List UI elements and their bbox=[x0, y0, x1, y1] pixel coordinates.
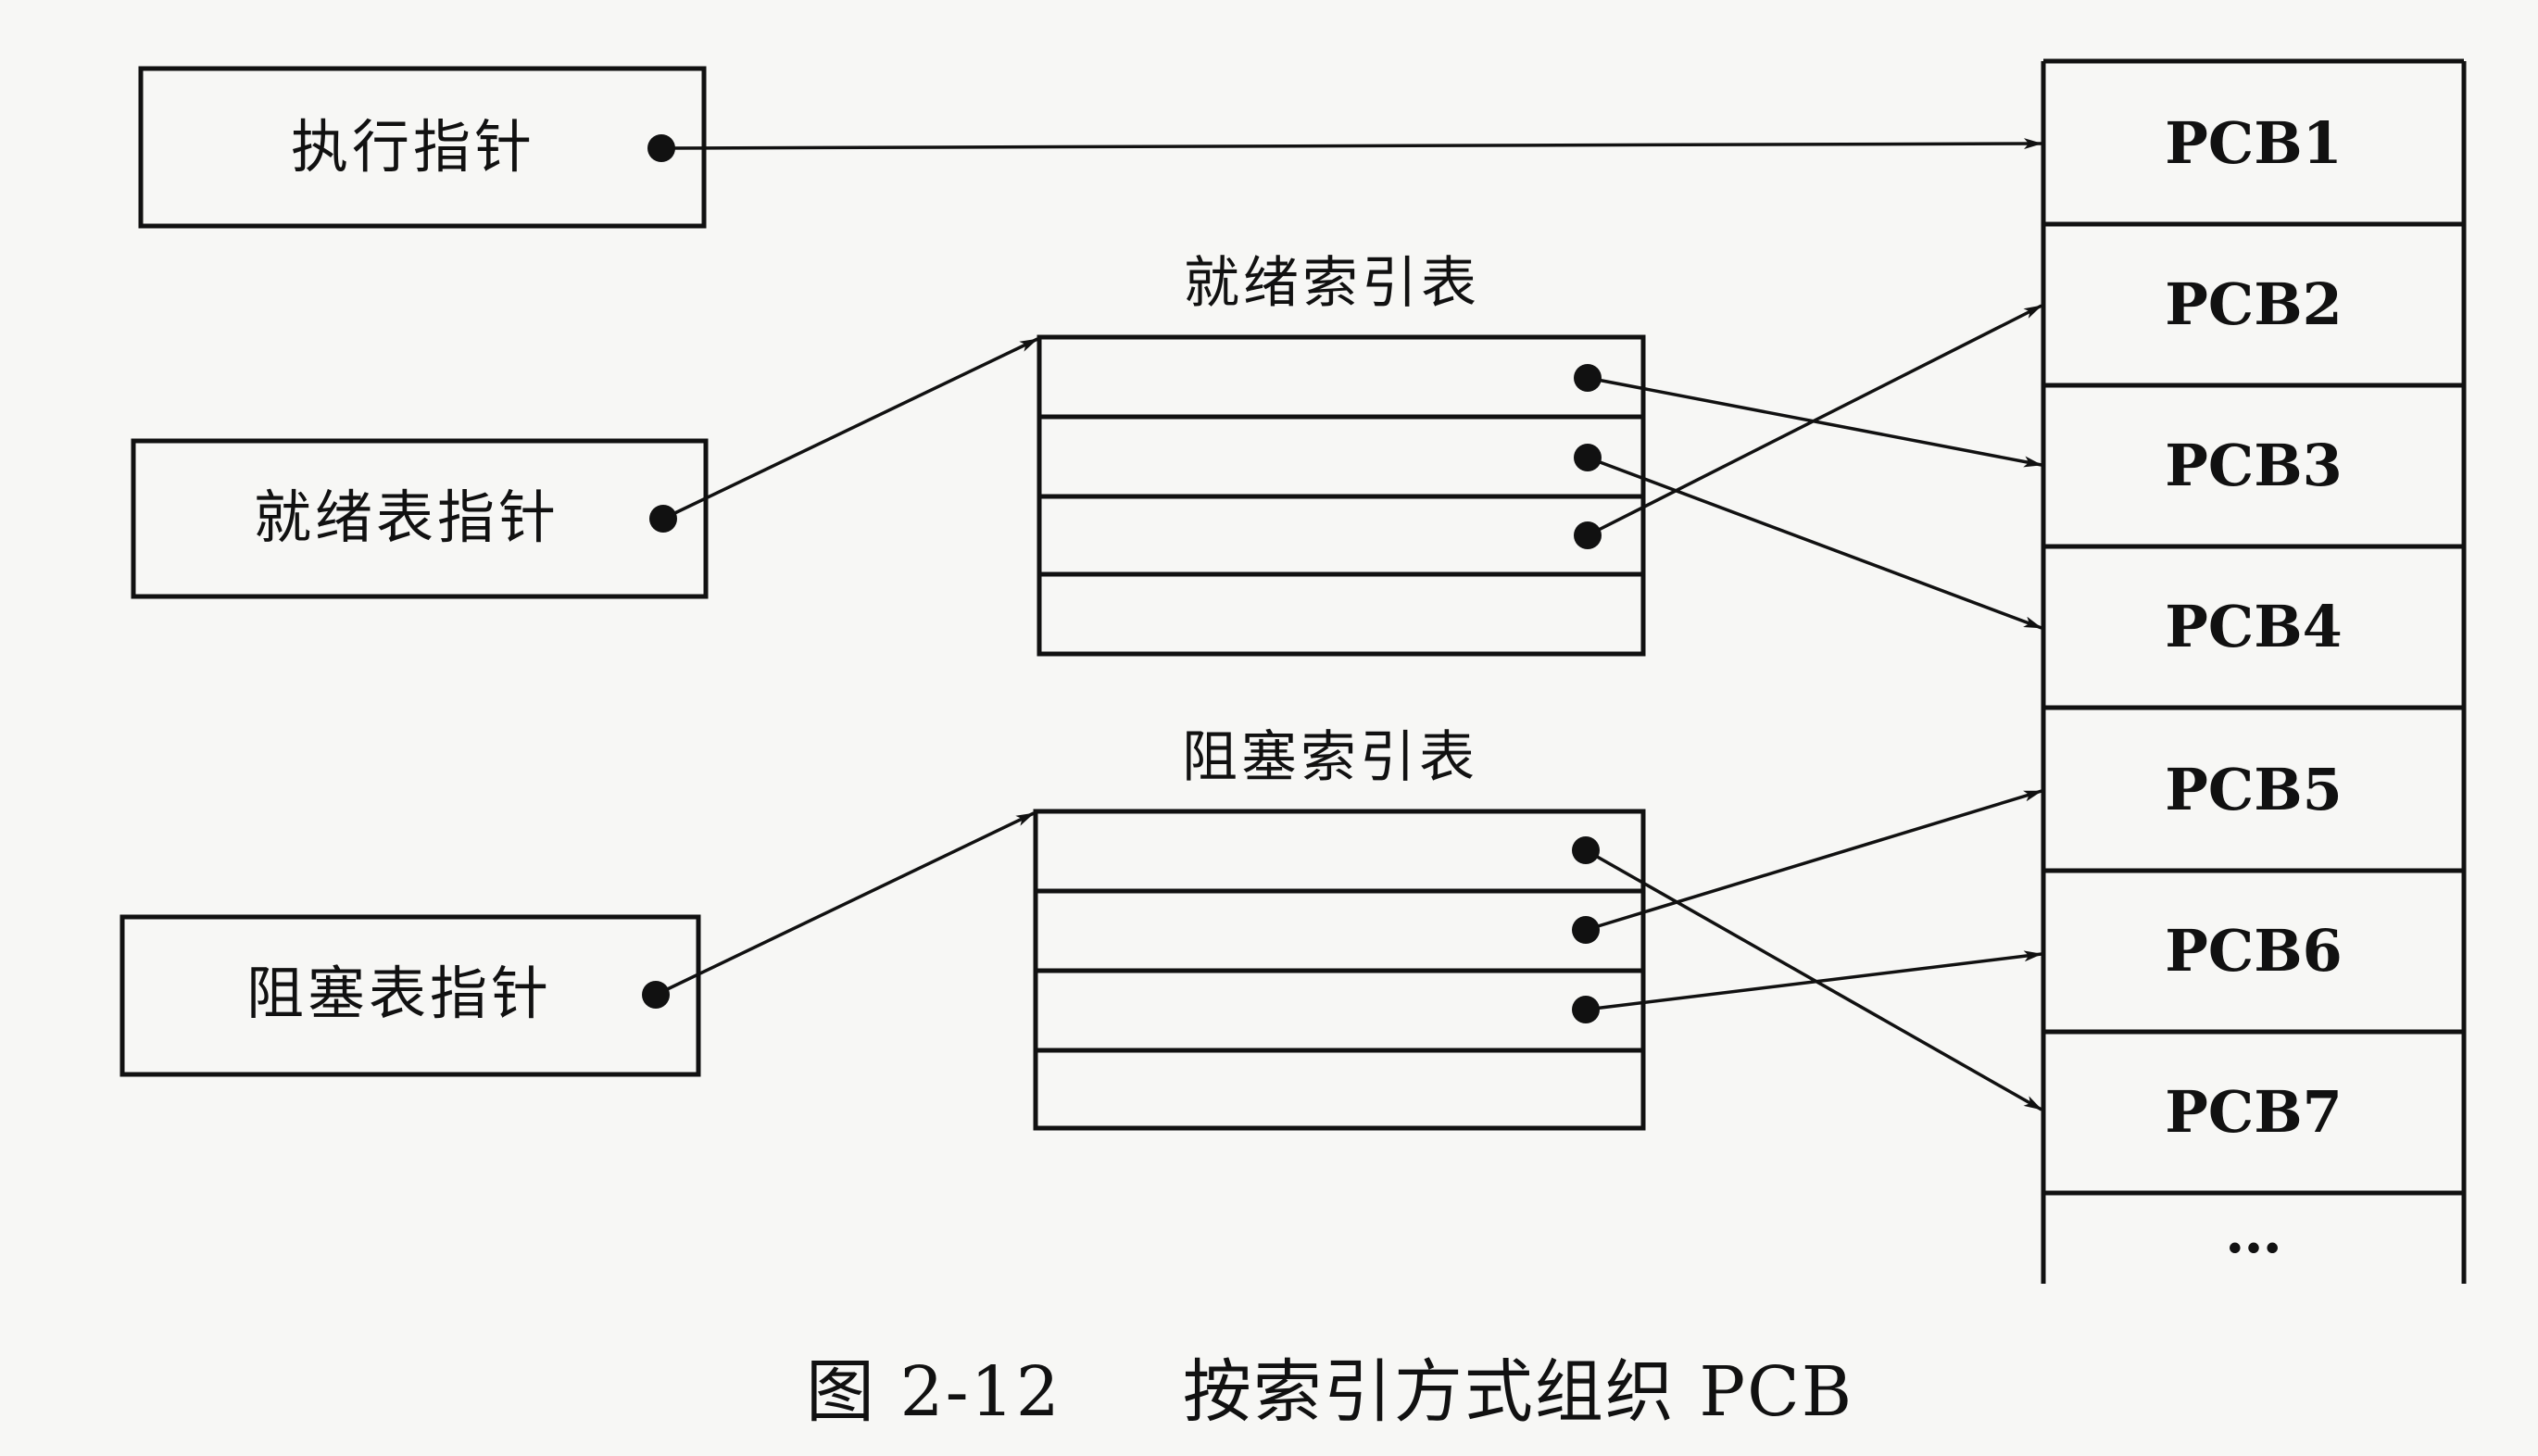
ready-table-title: 就绪索引表 bbox=[1184, 251, 1480, 316]
arrow-blocked-row1-to-pcb7 bbox=[1585, 848, 2042, 1111]
blocked-table-title: 阻塞索引表 bbox=[1182, 725, 1478, 790]
blocked-pointer-box bbox=[119, 914, 701, 1077]
pcb-column bbox=[2041, 58, 2467, 1284]
arrow-ready-row3-to-pcb2 bbox=[1587, 304, 2042, 537]
exec-pointer-label: 执行指针 bbox=[291, 113, 536, 181]
arrow-ready-pointer-to-ready-table bbox=[662, 337, 1038, 521]
pcb-label: PCB6 bbox=[2165, 917, 2343, 985]
figure-caption: 图 2-12 按索引方式组织 PCB bbox=[806, 1358, 1853, 1426]
ready-row1-dot bbox=[1574, 364, 1602, 392]
ready-pointer-box bbox=[131, 438, 709, 599]
arrow-blocked-row3-to-pcb6 bbox=[1585, 950, 2042, 1011]
blocked-index-table bbox=[1033, 809, 1646, 1131]
ready-pointer-label: 就绪表指针 bbox=[254, 483, 560, 551]
pcb-ellipsis: … bbox=[2225, 1199, 2282, 1266]
blocked-row3-dot bbox=[1572, 996, 1600, 1023]
blocked-pointer-dot bbox=[642, 981, 670, 1009]
blocked-pointer-label: 阻塞表指针 bbox=[246, 960, 553, 1027]
arrow-blocked-row2-to-pcb5 bbox=[1585, 789, 2042, 932]
exec-pointer-dot bbox=[647, 134, 675, 162]
blocked-row2-dot bbox=[1572, 916, 1600, 944]
ready-pointer-dot bbox=[649, 505, 677, 533]
ready-row3-dot bbox=[1574, 521, 1602, 549]
ready-row2-dot bbox=[1574, 444, 1602, 471]
arrow-exec-to-pcb1 bbox=[660, 138, 2042, 150]
pcb-label: PCB7 bbox=[2165, 1078, 2343, 1146]
blocked-row1-dot bbox=[1572, 836, 1600, 864]
pcb-label: PCB4 bbox=[2165, 593, 2343, 660]
arrow-ready-row2-to-pcb4 bbox=[1587, 456, 2042, 630]
pcb-label: PCB1 bbox=[2165, 109, 2343, 177]
pcb-label: PCB2 bbox=[2165, 270, 2343, 338]
pcb-label: PCB3 bbox=[2165, 432, 2343, 499]
figure-caption-text: 按索引方式组织 PCB bbox=[1182, 1352, 1854, 1432]
figure-number: 图 2-12 bbox=[806, 1352, 1062, 1432]
arrow-blocked-pointer-to-blocked-table bbox=[655, 811, 1035, 997]
pcb-label: PCB5 bbox=[2165, 756, 2343, 823]
ready-index-table bbox=[1037, 334, 1646, 657]
